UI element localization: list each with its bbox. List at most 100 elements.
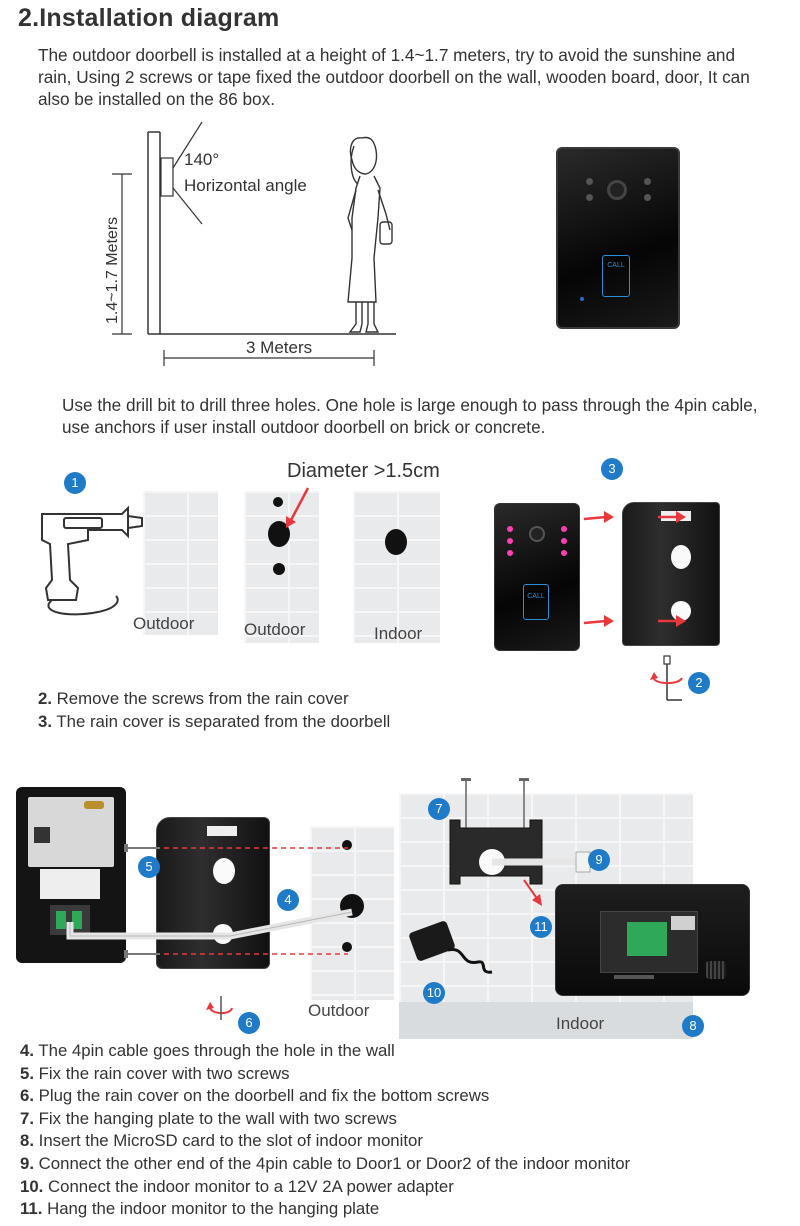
step-badge-1: 1 xyxy=(64,472,86,494)
cover-hole xyxy=(213,858,235,884)
large-hole-icon xyxy=(268,521,290,547)
step-item: 3. The rain cover is separated from the … xyxy=(38,711,738,734)
ir-led-icon xyxy=(586,194,593,201)
rain-cover-back-image xyxy=(156,817,270,969)
distance-label: 3 Meters xyxy=(246,338,313,357)
monitor-mount-plate xyxy=(600,911,698,973)
outdoor-label-1: Outdoor xyxy=(133,614,195,633)
step-badge-4: 4 xyxy=(277,889,299,911)
step-item: 2. Remove the screws from the rain cover xyxy=(38,688,738,711)
led-icon xyxy=(507,538,513,544)
section-heading: Installation diagram xyxy=(39,4,280,32)
camera-lens-icon xyxy=(607,180,627,200)
step-item: 5. Fix the rain cover with two screws xyxy=(20,1063,790,1086)
step-text: Connect the indoor monitor to a 12V 2A p… xyxy=(48,1176,454,1196)
product-label xyxy=(28,797,114,867)
step-item: 8. Insert the MicroSD card to the slot o… xyxy=(20,1130,790,1153)
height-label: 1.4~1.7 Meters xyxy=(104,216,121,324)
power-adapter-image xyxy=(409,921,493,974)
step-number: 5. xyxy=(20,1063,34,1083)
step-item: 4. The 4pin cable goes through the hole … xyxy=(20,1040,790,1063)
step-text: The rain cover is separated from the doo… xyxy=(56,711,391,731)
outdoor-label-3: Outdoor xyxy=(308,1001,370,1020)
ir-led-icon xyxy=(586,178,593,185)
indoor-label: Indoor xyxy=(374,624,423,643)
step-number: 9. xyxy=(20,1153,34,1173)
wall-panel-outdoor-1 xyxy=(143,491,218,635)
steps-list-a: 2. Remove the screws from the rain cover… xyxy=(38,688,738,733)
small-hole-icon xyxy=(273,497,283,507)
step-number: 4. xyxy=(20,1041,34,1060)
call-button-label: CALL xyxy=(527,593,545,600)
step-number: 11. xyxy=(20,1199,43,1219)
led-icon xyxy=(507,550,513,556)
section-title: 2.Installation diagram xyxy=(18,4,279,33)
step-badge-9: 9 xyxy=(588,849,610,871)
led-icon xyxy=(561,526,567,532)
small-hole-icon xyxy=(342,942,352,952)
indoor-monitor-back-image xyxy=(555,884,750,996)
camera-lens-icon xyxy=(529,526,545,542)
wall-panel-indoor xyxy=(353,491,440,643)
angle-label: Horizontal angle xyxy=(184,176,307,195)
led-icon xyxy=(561,550,567,556)
cover-slot xyxy=(207,826,237,836)
call-button-label: CALL xyxy=(607,262,625,269)
led-icon xyxy=(561,538,567,544)
step-text: Hang the indoor monitor to the hanging p… xyxy=(47,1199,380,1219)
indoor-label-2: Indoor xyxy=(556,1014,605,1033)
led-icon xyxy=(507,526,513,532)
small-hole-icon xyxy=(342,840,352,850)
step-badge-11: 11 xyxy=(530,916,552,938)
qr-code-icon xyxy=(34,827,50,843)
terminal-icon xyxy=(56,911,66,929)
height-angle-diagram xyxy=(112,121,396,366)
outdoor-label-2: Outdoor xyxy=(244,620,306,639)
step-text: Fix the hanging plate to the wall with t… xyxy=(38,1108,397,1128)
step-text: Insert the MicroSD card to the slot of i… xyxy=(38,1131,423,1151)
section-number: 2. xyxy=(18,4,40,32)
step-badge-8: 8 xyxy=(682,1015,704,1037)
terminal-icon xyxy=(72,911,82,929)
small-hole-icon xyxy=(273,563,285,575)
step-text: Fix the rain cover with two screws xyxy=(38,1063,290,1083)
pcb-icon xyxy=(627,922,667,956)
screw-rotate-icon xyxy=(650,655,683,701)
intro-paragraph: The outdoor doorbell is installed at a h… xyxy=(38,45,750,109)
cover-hole xyxy=(671,545,691,569)
step-item: 11. Hang the indoor monitor to the hangi… xyxy=(20,1198,790,1221)
cable-and-screws xyxy=(66,844,353,958)
speaker-icon xyxy=(706,961,726,979)
call-button: CALL xyxy=(523,584,549,620)
step-item: 9. Connect the other end of the 4pin cab… xyxy=(20,1153,790,1176)
label-sticker xyxy=(671,916,695,930)
ir-led-icon xyxy=(644,178,651,185)
indoor-floor xyxy=(399,1002,693,1039)
hanging-plate-image xyxy=(449,778,593,885)
step-badge-6: 6 xyxy=(238,1012,260,1034)
step-number: 3. xyxy=(38,711,52,731)
port-label xyxy=(40,869,100,899)
step-number: 8. xyxy=(20,1131,34,1151)
step-item: 6. Plug the rain cover on the doorbell a… xyxy=(20,1085,790,1108)
step-text: Remove the screws from the rain cover xyxy=(56,689,349,708)
step-item: 7. Fix the hanging plate to the wall wit… xyxy=(20,1108,790,1131)
step-text: The 4pin cable goes through the hole in … xyxy=(38,1041,395,1060)
fit-arrows xyxy=(583,511,686,627)
doorbell-front-image: CALL xyxy=(556,147,680,329)
wall-panel-outdoor-2 xyxy=(244,491,319,643)
step-badge-2: 2 xyxy=(688,672,710,694)
step-number: 6. xyxy=(20,1086,34,1106)
diameter-arrow xyxy=(286,487,310,528)
call-button: CALL xyxy=(602,255,630,297)
ir-led-icon xyxy=(644,194,651,201)
doorbell-unit-image: CALL xyxy=(494,503,580,651)
large-hole-icon xyxy=(385,529,407,555)
sticker xyxy=(84,801,104,809)
drill-instructions: Use the drill bit to drill three holes. … xyxy=(62,395,758,437)
diameter-label: Diameter >1.5cm xyxy=(287,460,440,482)
mic-icon xyxy=(580,297,584,301)
step-text: Plug the rain cover on the doorbell and … xyxy=(38,1086,490,1106)
step-badge-5: 5 xyxy=(138,856,160,878)
steps-list-b: 4. The 4pin cable goes through the hole … xyxy=(20,1040,790,1221)
